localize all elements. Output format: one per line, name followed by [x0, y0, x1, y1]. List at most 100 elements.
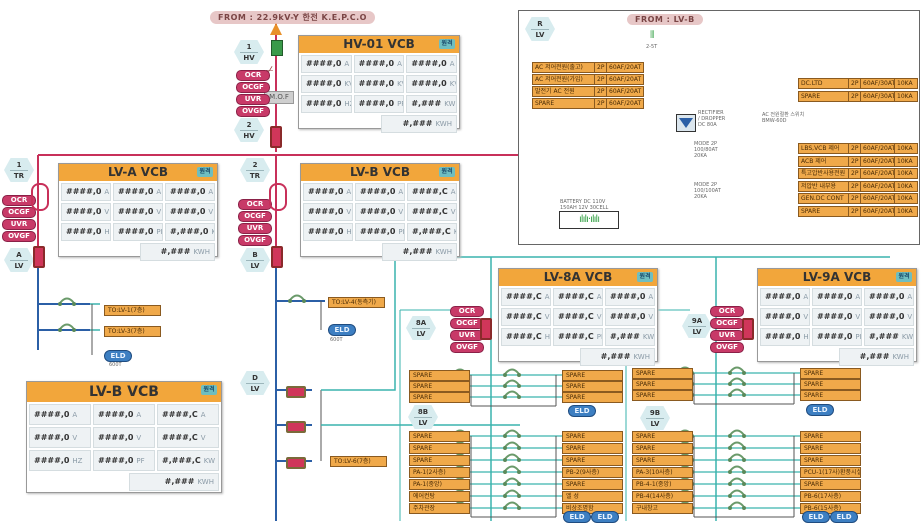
- feeder-label[interactable]: SPARE: [409, 455, 470, 466]
- dc-feeder-rating: 60AF/30AT: [860, 91, 896, 102]
- dc-feeder-name[interactable]: 저압반 내부용: [798, 180, 850, 192]
- breaker-icon: [729, 388, 745, 395]
- feeder-label[interactable]: SPARE: [632, 455, 693, 466]
- feeder-label[interactable]: PB-2(9사층): [562, 467, 623, 478]
- feeder-label[interactable]: 구내창고: [632, 503, 693, 514]
- remote-badge[interactable]: 원격: [439, 39, 455, 49]
- hv-fuse-icon[interactable]: [270, 126, 282, 148]
- lv-9a-fuse-icon[interactable]: [742, 318, 754, 340]
- dc-feeder-name[interactable]: GEN.DC CONT: [798, 193, 850, 204]
- feeder-label[interactable]: SPARE: [632, 379, 693, 390]
- feeder-to-lv4[interactable]: TO:LV-4(동측기): [328, 297, 385, 308]
- dc-feeder-name[interactable]: ACB 제어: [798, 155, 850, 167]
- feeder-label[interactable]: PA-3(10사층): [632, 467, 693, 478]
- feeder-to-lv1[interactable]: TO:LV-1(7층): [104, 305, 161, 316]
- remote-badge[interactable]: 원격: [197, 167, 213, 177]
- feeder-to-lv6[interactable]: TO:LV-6(7층): [330, 456, 387, 467]
- feeder-label[interactable]: SPARE: [562, 370, 623, 381]
- feeder-label[interactable]: SPARE: [632, 390, 693, 401]
- ct-label: 2-5T: [646, 44, 658, 50]
- feeder-label[interactable]: SPARE: [800, 431, 861, 442]
- breaker-contact: [728, 393, 732, 397]
- lv-b-fuse-icon[interactable]: [271, 246, 283, 268]
- lv-d-breaker-1-icon[interactable]: [286, 386, 306, 398]
- feeder-label[interactable]: SPARE: [800, 443, 861, 454]
- feeder-label[interactable]: SPARE: [409, 443, 470, 454]
- dc-feeder-name[interactable]: 발전기 AC 전원: [532, 86, 596, 97]
- hv-breaker-icon[interactable]: ⌿: [266, 63, 274, 77]
- feeder-label[interactable]: 주차관장: [409, 503, 470, 514]
- dc-feeder-name[interactable]: SPARE: [798, 205, 850, 217]
- remote-badge[interactable]: 원격: [896, 272, 912, 282]
- feeder-label[interactable]: PB-4(14사층): [632, 491, 693, 502]
- eld-badge[interactable]: ELD: [806, 404, 834, 416]
- breaker-contact: [517, 373, 521, 377]
- feeder-label[interactable]: SPARE: [409, 370, 470, 381]
- feeder-label[interactable]: PCU-1(17사)환풍시설: [800, 467, 861, 478]
- eld-badge[interactable]: ELD: [104, 350, 132, 362]
- feeder-label[interactable]: SPARE: [800, 390, 861, 401]
- eld-badge[interactable]: ELD: [591, 511, 619, 523]
- lbs-switch-icon[interactable]: [271, 40, 283, 56]
- eld-badge[interactable]: ELD: [830, 511, 858, 523]
- feeder-label[interactable]: SPARE: [562, 431, 623, 442]
- transformer-b-icon: [269, 183, 287, 211]
- eld-badge[interactable]: ELD: [563, 511, 591, 523]
- feeder-label[interactable]: PB-4-1(중앙): [632, 479, 693, 490]
- eld-badge[interactable]: ELD: [802, 511, 830, 523]
- breaker-contact: [503, 434, 507, 438]
- feeder-label[interactable]: SPARE: [409, 392, 470, 403]
- feeder-to-lv3[interactable]: TO:LV-3(7층): [104, 326, 161, 337]
- feeder-label[interactable]: SPARE: [562, 392, 623, 403]
- dc-feeder-name[interactable]: AC 저어전원(가입): [532, 74, 596, 85]
- remote-badge[interactable]: 원격: [439, 167, 455, 177]
- panel-title: HV-01 VCB: [343, 37, 415, 51]
- lv-d-breaker-3-icon[interactable]: [286, 457, 306, 469]
- dc-feeder-name[interactable]: DC.LTD: [798, 78, 850, 89]
- hv-source-label: FROM : 22.9kV-Y 한전 K.E.P.C.O: [210, 11, 375, 24]
- breaker-contact: [503, 384, 507, 388]
- feeder-label[interactable]: SPARE: [800, 479, 861, 490]
- lv-d-breaker-2-icon[interactable]: [286, 421, 306, 433]
- feeder-label[interactable]: SPARE: [632, 368, 693, 379]
- remote-badge[interactable]: 원격: [637, 272, 653, 282]
- feeder-label[interactable]: SPARE: [562, 443, 623, 454]
- feeder-label[interactable]: SPARE: [632, 443, 693, 454]
- kwh-readout: #,###KWH: [381, 115, 457, 133]
- breaker-contact: [517, 470, 521, 474]
- breaker-icon: [729, 489, 745, 496]
- breaker-contact: [728, 458, 732, 462]
- dc-feeder-name[interactable]: 특고압반사용전원: [798, 168, 850, 179]
- feeder-label[interactable]: PA-1(2사층): [409, 467, 470, 478]
- feeder-label[interactable]: SPARE: [409, 381, 470, 392]
- dc-feeder-name[interactable]: AC 저어전원(출고): [532, 62, 596, 73]
- rectifier-diode-icon: [676, 114, 696, 132]
- feeder-label[interactable]: 에어컨탕: [409, 491, 470, 502]
- dc-feeder-name[interactable]: LBS,VCB 제어: [798, 143, 850, 154]
- feeder-label[interactable]: SPARE: [800, 379, 861, 390]
- feeder-label[interactable]: SPARE: [800, 368, 861, 379]
- eld-badge[interactable]: ELD: [568, 405, 596, 417]
- dc-feeder-name[interactable]: SPARE: [532, 98, 596, 109]
- feeder-label[interactable]: SPARE: [632, 431, 693, 442]
- kwh-readout: #,###KWH: [839, 348, 914, 366]
- lv-a-fuse-icon[interactable]: [33, 246, 45, 268]
- feeder-label[interactable]: 엘 성: [562, 491, 623, 502]
- feeder-label[interactable]: SPARE: [409, 431, 470, 442]
- feeder-label[interactable]: SPARE: [562, 479, 623, 490]
- feeder-label[interactable]: PB-6(17사층): [800, 491, 861, 502]
- lv-8a-fuse-icon[interactable]: [480, 318, 492, 340]
- feeder-label[interactable]: SPARE: [562, 381, 623, 392]
- feeder-label[interactable]: SPARE: [800, 455, 861, 466]
- dc-feeder-name[interactable]: SPARE: [798, 91, 850, 102]
- eld-badge[interactable]: ELD: [328, 324, 356, 336]
- feeder-label[interactable]: PA-1(중앙): [409, 479, 470, 490]
- feeder-label[interactable]: SPARE: [562, 455, 623, 466]
- remote-badge[interactable]: 원격: [201, 385, 217, 395]
